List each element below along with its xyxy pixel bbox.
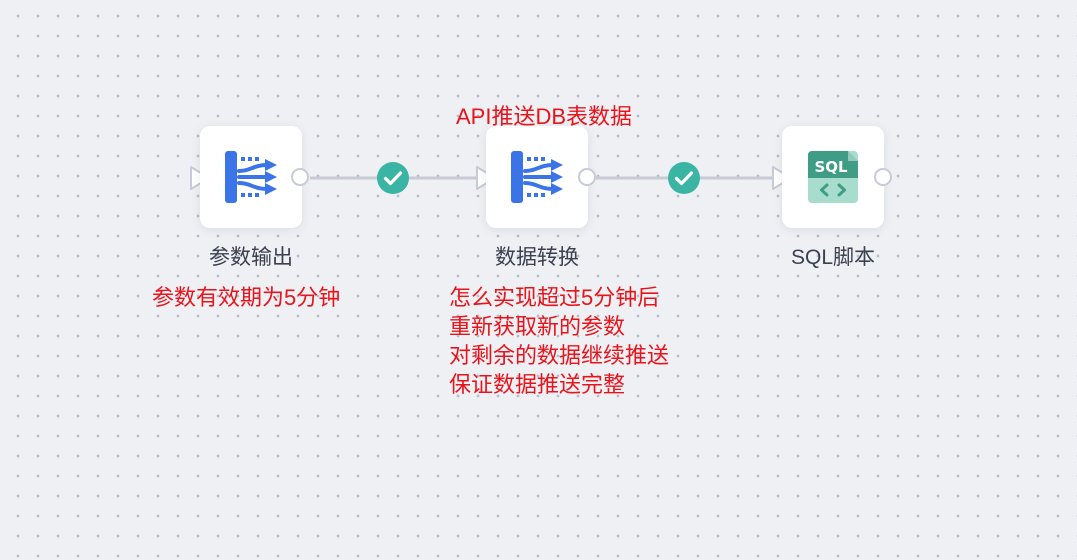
annotation-node-2-line-2: 重新获取新的参数 (449, 314, 626, 339)
node-sql-script[interactable]: SQL (782, 126, 884, 228)
edge-2-check-icon[interactable] (667, 161, 701, 195)
data-output-icon (225, 151, 277, 203)
sql-icon-text: SQL (814, 158, 848, 176)
annotation-node-2-line-4: 保证数据推送完整 (449, 372, 626, 397)
node-1-label: 参数输出 (209, 246, 293, 269)
data-transform-icon (511, 151, 563, 203)
annotation-node-2-line-3: 对剩余的数据继续推送 (449, 343, 670, 368)
annotation-node-2-line-1: 怎么实现超过5分钟后 (449, 285, 660, 310)
edge-1-check-icon[interactable] (376, 161, 410, 195)
annotation-node-2: 怎么实现超过5分钟后 重新获取新的参数 对剩余的数据继续推送 保证数据推送完整 (449, 283, 669, 399)
annotation-node-1: 参数有效期为5分钟 (152, 285, 341, 310)
node-1-output-port[interactable] (291, 168, 309, 186)
annotation-title: API推送DB表数据 (456, 104, 633, 129)
node-3-label: SQL脚本 (790, 246, 876, 269)
node-2-label: 数据转换 (495, 246, 579, 269)
node-param-output[interactable] (200, 126, 302, 228)
node-2-output-port[interactable] (578, 168, 596, 186)
node-3-output-port[interactable] (874, 168, 892, 186)
node-data-transform[interactable] (486, 126, 588, 228)
sql-script-icon: SQL (808, 151, 858, 203)
